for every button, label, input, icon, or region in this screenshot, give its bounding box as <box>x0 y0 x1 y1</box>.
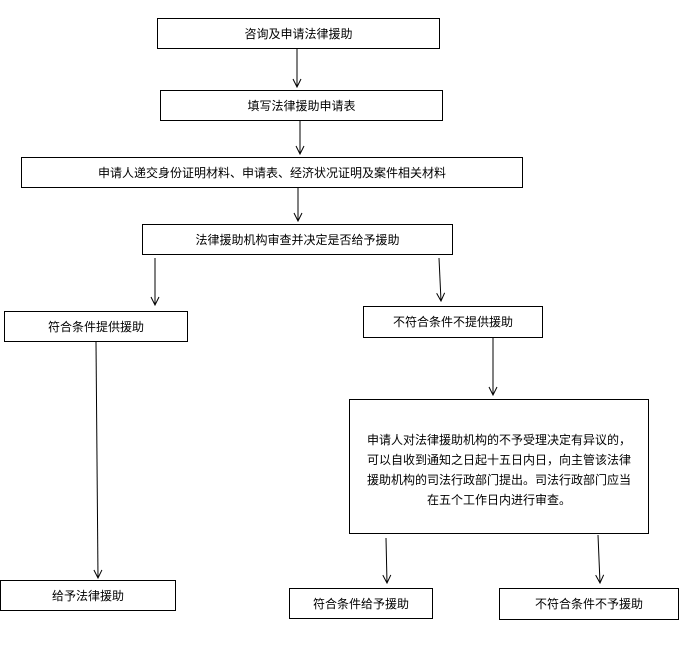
arrow-objection-to-review-ineligible <box>598 534 600 583</box>
arrow-eligible-to-grant <box>96 341 98 578</box>
step-review-eligible: 符合条件给予援助 <box>289 588 433 619</box>
step-review: 法律援助机构审查并决定是否给予援助 <box>142 224 453 255</box>
step-objection-text: 申请人对法律援助机构的不予受理决定有异议的，可以自收到通知之日起十五日内日，向主… <box>366 432 631 507</box>
step-eligible: 符合条件提供援助 <box>4 311 188 342</box>
step-grant: 给予法律援助 <box>0 580 176 611</box>
arrow-review-to-ineligible <box>439 257 441 301</box>
step-ineligible: 不符合条件不提供援助 <box>363 306 543 338</box>
step-fill-form: 填写法律援助申请表 <box>160 90 443 121</box>
step-consult: 咨询及申请法律援助 <box>157 18 440 49</box>
step-review-ineligible-label: 不符合条件不予援助 <box>534 597 643 611</box>
step-submit-materials: 申请人递交身份证明材料、申请表、经济状况证明及案件相关材料 <box>21 157 523 188</box>
step-grant-label: 给予法律援助 <box>51 588 124 603</box>
step-objection-note: 申请人对法律援助机构的不予受理决定有异议的，可以自收到通知之日起十五日内日，向主… <box>349 399 649 534</box>
step-eligible-label: 符合条件提供援助 <box>47 319 144 334</box>
step-fill-form-label: 填写法律援助申请表 <box>247 98 356 113</box>
step-submit-materials-label: 申请人递交身份证明材料、申请表、经济状况证明及案件相关材料 <box>97 165 446 180</box>
step-ineligible-label: 不符合条件不提供援助 <box>392 315 513 329</box>
step-review-eligible-label: 符合条件给予援助 <box>312 596 409 611</box>
step-review-ineligible: 不符合条件不予援助 <box>499 588 679 620</box>
arrow-objection-to-review-eligible <box>386 537 387 583</box>
step-consult-label: 咨询及申请法律援助 <box>244 26 353 41</box>
step-review-label: 法律援助机构审查并决定是否给予援助 <box>195 232 400 247</box>
